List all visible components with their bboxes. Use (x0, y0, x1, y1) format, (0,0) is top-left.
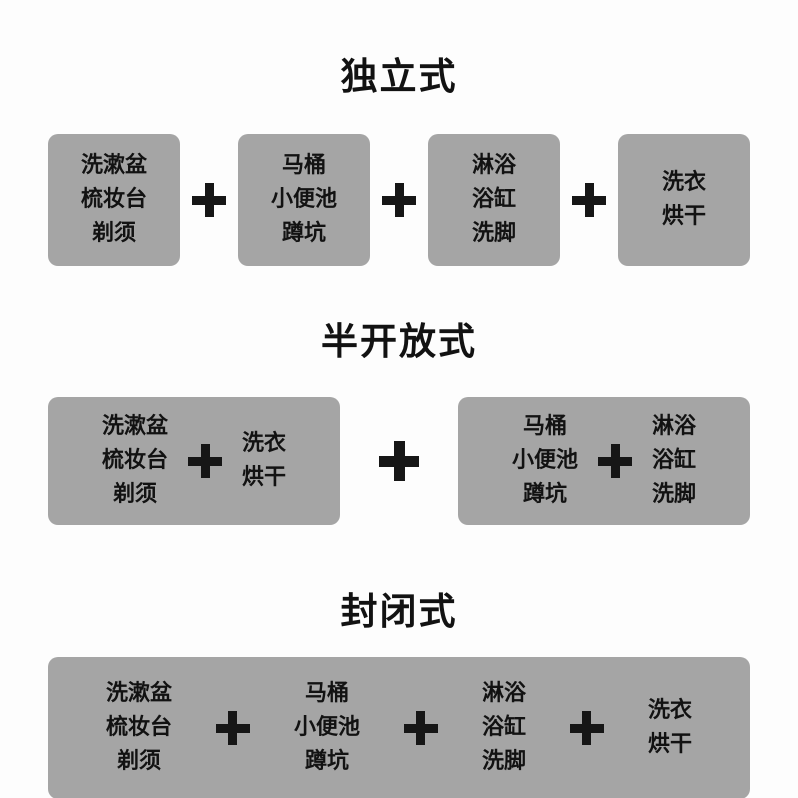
plus-icon (188, 444, 222, 478)
plus-icon (382, 183, 416, 217)
fixture-label: 烘干 (647, 732, 692, 757)
fixture-label: 马桶 (304, 681, 349, 706)
fixture-label: 洗衣 (647, 698, 692, 723)
fixture-label: 梳妆台 (101, 448, 168, 473)
fixture-box-laundry: 洗衣 烘干 (618, 134, 750, 266)
closed-row: 洗漱盆 梳妆台 剃须 马桶 小便池 蹲坑 淋浴 浴缸 洗脚 (48, 657, 750, 798)
fixture-box-shower: 淋浴 浴缸 洗脚 (428, 134, 560, 266)
section-title-independent: 独立式 (340, 55, 458, 98)
fixture-label: 剃须 (116, 749, 161, 774)
fixture-label: 浴缸 (471, 187, 516, 212)
fixture-box-wash: 洗漱盆 梳妆台 剃须 (48, 134, 180, 266)
fixture-label: 小便池 (270, 187, 337, 212)
plus-icon (569, 711, 604, 745)
fixture-box-toilet-shower: 马桶 小便池 蹲坑 淋浴 浴缸 洗脚 (458, 397, 750, 525)
fixture-label: 浴缸 (481, 715, 526, 740)
fixture-label: 淋浴 (481, 681, 526, 706)
fixture-group-shower: 淋浴 浴缸 洗脚 (652, 410, 696, 512)
fixture-label: 洗脚 (652, 482, 697, 507)
fixture-label: 洗漱盆 (101, 414, 168, 439)
fixture-group-toilet: 马桶 小便池 蹲坑 (294, 677, 360, 779)
fixture-label: 洗衣 (242, 431, 287, 456)
fixture-label: 洗脚 (481, 749, 526, 774)
separate-row: 洗漱盆 梳妆台 剃须 马桶 小便池 蹲坑 淋浴 浴缸 洗脚 洗衣 烘干 (48, 134, 750, 266)
fixture-label: 淋浴 (652, 414, 697, 439)
fixture-label: 蹲坑 (522, 482, 567, 507)
section-closed: 封闭式 洗漱盆 梳妆台 剃须 马桶 小便池 蹲坑 淋浴 浴缸 洗脚 (48, 525, 750, 798)
section-semi-open: 半开放式 洗漱盆 梳妆台 剃须 洗衣 烘干 马桶 小便池 蹲坑 (48, 266, 750, 525)
fixture-group-wash: 洗漱盆 梳妆台 剃须 (106, 677, 172, 779)
section-independent: 独立式 洗漱盆 梳妆台 剃须 马桶 小便池 蹲坑 淋浴 浴缸 洗脚 洗衣 (48, 0, 750, 266)
fixture-group-wash: 洗漱盆 梳妆台 剃须 (102, 410, 168, 512)
fixture-label: 梳妆台 (80, 187, 147, 212)
fixture-label: 洗漱盆 (105, 681, 172, 706)
fixture-label: 蹲坑 (281, 221, 326, 246)
section-title-semi-open: 半开放式 (321, 320, 477, 363)
fixture-label: 剃须 (112, 482, 157, 507)
plus-icon (598, 444, 632, 478)
fixture-group-laundry: 洗衣 烘干 (242, 427, 286, 495)
fixture-box-wash-laundry: 洗漱盆 梳妆台 剃须 洗衣 烘干 (48, 397, 340, 525)
plus-icon (379, 441, 419, 481)
fixture-label: 淋浴 (471, 153, 516, 178)
fixture-box-all: 洗漱盆 梳妆台 剃须 马桶 小便池 蹲坑 淋浴 浴缸 洗脚 (48, 657, 750, 798)
fixture-group-shower: 淋浴 浴缸 洗脚 (482, 677, 526, 779)
fixture-label: 蹲坑 (304, 749, 349, 774)
fixture-label: 烘干 (242, 465, 287, 490)
fixture-label: 剃须 (91, 221, 136, 246)
fixture-group-laundry: 洗衣 烘干 (648, 694, 692, 762)
fixture-label: 洗衣 (661, 170, 706, 195)
fixture-group-toilet: 马桶 小便池 蹲坑 (512, 410, 578, 512)
fixture-label: 烘干 (661, 204, 706, 229)
fixture-label: 小便池 (511, 448, 578, 473)
plus-icon (192, 183, 226, 217)
fixture-label: 马桶 (522, 414, 567, 439)
semi-open-row: 洗漱盆 梳妆台 剃须 洗衣 烘干 马桶 小便池 蹲坑 (48, 397, 750, 525)
fixture-label: 小便池 (293, 715, 360, 740)
fixture-label: 马桶 (281, 153, 326, 178)
fixture-label: 洗脚 (471, 221, 516, 246)
plus-icon (215, 711, 250, 745)
fixture-label: 洗漱盆 (80, 153, 147, 178)
fixture-label: 梳妆台 (105, 715, 172, 740)
fixture-label: 浴缸 (652, 448, 697, 473)
plus-icon (403, 711, 438, 745)
section-title-closed: 封闭式 (340, 590, 458, 633)
plus-icon (572, 183, 606, 217)
fixture-box-toilet: 马桶 小便池 蹲坑 (238, 134, 370, 266)
